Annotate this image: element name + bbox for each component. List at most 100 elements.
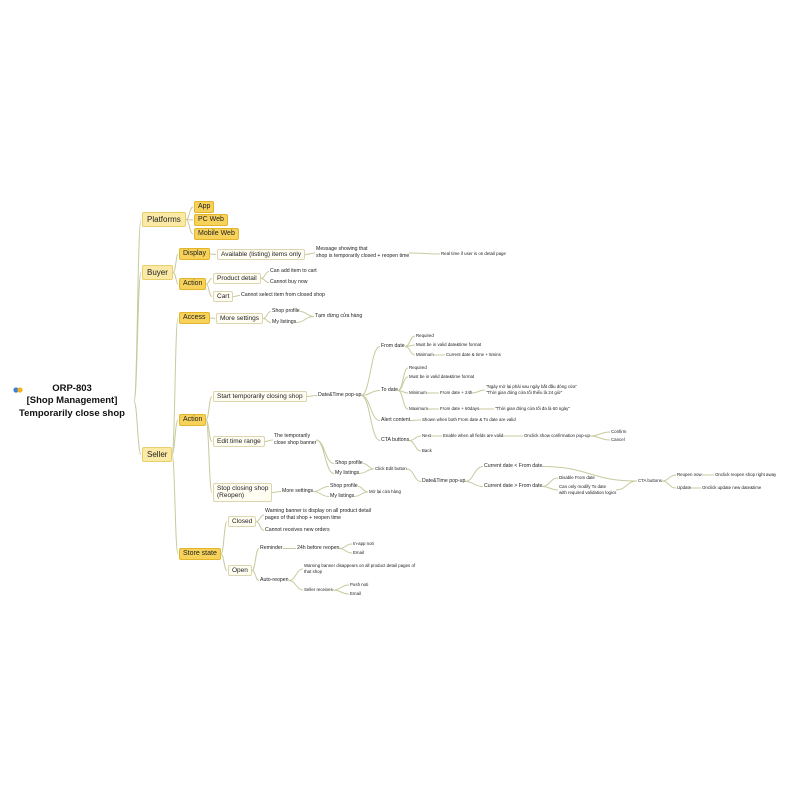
connector-line (220, 521, 228, 555)
root-topic[interactable]: ORP-803 [Shop Management] Temporarily cl… (19, 383, 125, 419)
node-start-closing[interactable]: Start temporarily closing shop (213, 391, 307, 403)
connector-line (133, 401, 142, 455)
node-product-detail[interactable]: Product detail (213, 273, 261, 285)
node-cta-buttons-2: CTA buttons (638, 478, 662, 483)
node-access[interactable]: Access (179, 312, 210, 325)
node-to-date: To date (381, 387, 399, 393)
node-seller-receives: Seller receives (304, 587, 333, 592)
connector-line (362, 463, 375, 470)
node-from-date-60: From date + 60days (440, 406, 480, 411)
node-store-state[interactable]: Store state (179, 548, 221, 561)
connector-line (360, 390, 381, 396)
node-date-time-popup-1: Date&Time pop-up (318, 392, 362, 398)
connector-line (220, 553, 228, 571)
node-valid-format-2: Must be in valid date&time format (409, 374, 475, 379)
connector-line (358, 468, 375, 474)
connector-line (262, 318, 272, 323)
node-mo-lai: Mở lại cửa hàng (369, 489, 401, 494)
node-seller[interactable]: Seller (142, 447, 173, 463)
node-shop-profile-2: Shop profile (335, 460, 363, 466)
node-minimum-2: Minimum (409, 390, 427, 395)
connector-line (251, 570, 260, 581)
node-current-gt-from: Current date > From date (484, 483, 543, 489)
connector-line (353, 491, 369, 497)
node-app[interactable]: App (194, 201, 215, 214)
connector-line (171, 419, 179, 455)
node-open[interactable]: Open (228, 565, 252, 577)
node-back[interactable]: Back (422, 448, 432, 453)
connector-line (232, 295, 241, 297)
node-in-app-noti: In-app noti (353, 541, 374, 546)
connector-line (315, 439, 335, 464)
connector-line (332, 584, 350, 591)
connector-line (172, 253, 179, 273)
node-email-2: Email (350, 591, 361, 596)
node-warning-disappears: Warning banner disappears on all product… (304, 563, 416, 574)
node-buyer[interactable]: Buyer (142, 265, 173, 281)
connector-line (661, 480, 677, 489)
node-from-date: From date (381, 343, 405, 349)
node-seller-action[interactable]: Action (179, 414, 207, 427)
node-update[interactable]: Update (677, 485, 692, 490)
node-my-listings-3: My listings (330, 493, 355, 499)
node-platforms[interactable]: Platforms (142, 212, 186, 228)
connector-line (299, 311, 315, 317)
connector-line (205, 283, 213, 297)
node-onclick-reopen: Onclick reopen shop right away (715, 472, 777, 477)
node-onclick-update: Onclick update new date&time (702, 485, 762, 490)
connector-line (541, 486, 559, 491)
node-cannot-select: Cannot select item from closed shop (241, 292, 325, 298)
connector-line (304, 252, 316, 255)
connector-line (315, 439, 335, 474)
node-minimum-1: Minimum (416, 352, 434, 357)
connector-line (397, 390, 409, 410)
node-edit-time-range[interactable]: Edit time range (213, 436, 265, 448)
connector-line (171, 454, 179, 555)
connector-line (255, 521, 265, 531)
node-real-time: Real time if user is on detail page (441, 251, 506, 256)
connector-line (172, 272, 179, 285)
node-more-settings[interactable]: More settings (216, 313, 264, 325)
node-required-2: Required (409, 365, 427, 370)
node-more-settings-2: More settings (282, 488, 314, 494)
node-maximum: Maximum (409, 406, 429, 411)
node-stop-closing[interactable]: Stop closing shop (Reopen) (213, 483, 273, 502)
node-cannot-buy: Cannot buy now (270, 279, 308, 285)
node-shop-profile-1: Shop profile (272, 308, 300, 314)
node-available-items[interactable]: Available (listing) items only (217, 249, 306, 261)
node-current-date-5min: Current date & time + 5mins (446, 352, 501, 357)
node-push-noti: Push noti (350, 582, 369, 587)
node-buyer-action[interactable]: Action (179, 278, 207, 291)
connector-line (615, 480, 638, 491)
node-disable-from: Disable From date (559, 475, 595, 480)
node-warning-banner: Warning banner is display on all product… (265, 508, 371, 522)
node-banner: The temporarily close shop banner (274, 433, 317, 447)
connector-line (185, 219, 194, 235)
node-closed[interactable]: Closed (228, 516, 257, 528)
connector-line (185, 206, 194, 220)
node-tam-dung: Tạm dừng cửa hàng (315, 313, 363, 319)
connector-line (408, 440, 422, 452)
node-click-edit: Click Edit button (375, 466, 407, 471)
node-shop-profile-3: Shop profile (330, 483, 358, 489)
node-display[interactable]: Display (179, 248, 210, 261)
node-date-time-popup-2: Date&Time pop-up (422, 478, 466, 484)
node-cart[interactable]: Cart (213, 291, 234, 303)
node-pc-web[interactable]: PC Web (194, 214, 228, 227)
node-confirm[interactable]: Confirm (611, 429, 627, 434)
node-next[interactable]: Next (422, 433, 432, 438)
node-message-showing: Message showing that shop is temporarily… (316, 246, 410, 260)
connector-line (264, 439, 274, 442)
connector-line (541, 466, 638, 482)
connector-line (589, 431, 611, 437)
connector-line (251, 548, 260, 571)
node-alert-content: Alert content (381, 417, 411, 423)
node-reopen-now[interactable]: Reopen now (677, 472, 702, 477)
connector-line (288, 568, 304, 581)
node-my-listings-2: My listings (335, 470, 360, 476)
node-mobile-web[interactable]: Mobile Web (194, 228, 239, 241)
connector-line (312, 486, 330, 492)
node-cancel[interactable]: Cancel (611, 437, 625, 442)
connector-line (357, 486, 369, 493)
